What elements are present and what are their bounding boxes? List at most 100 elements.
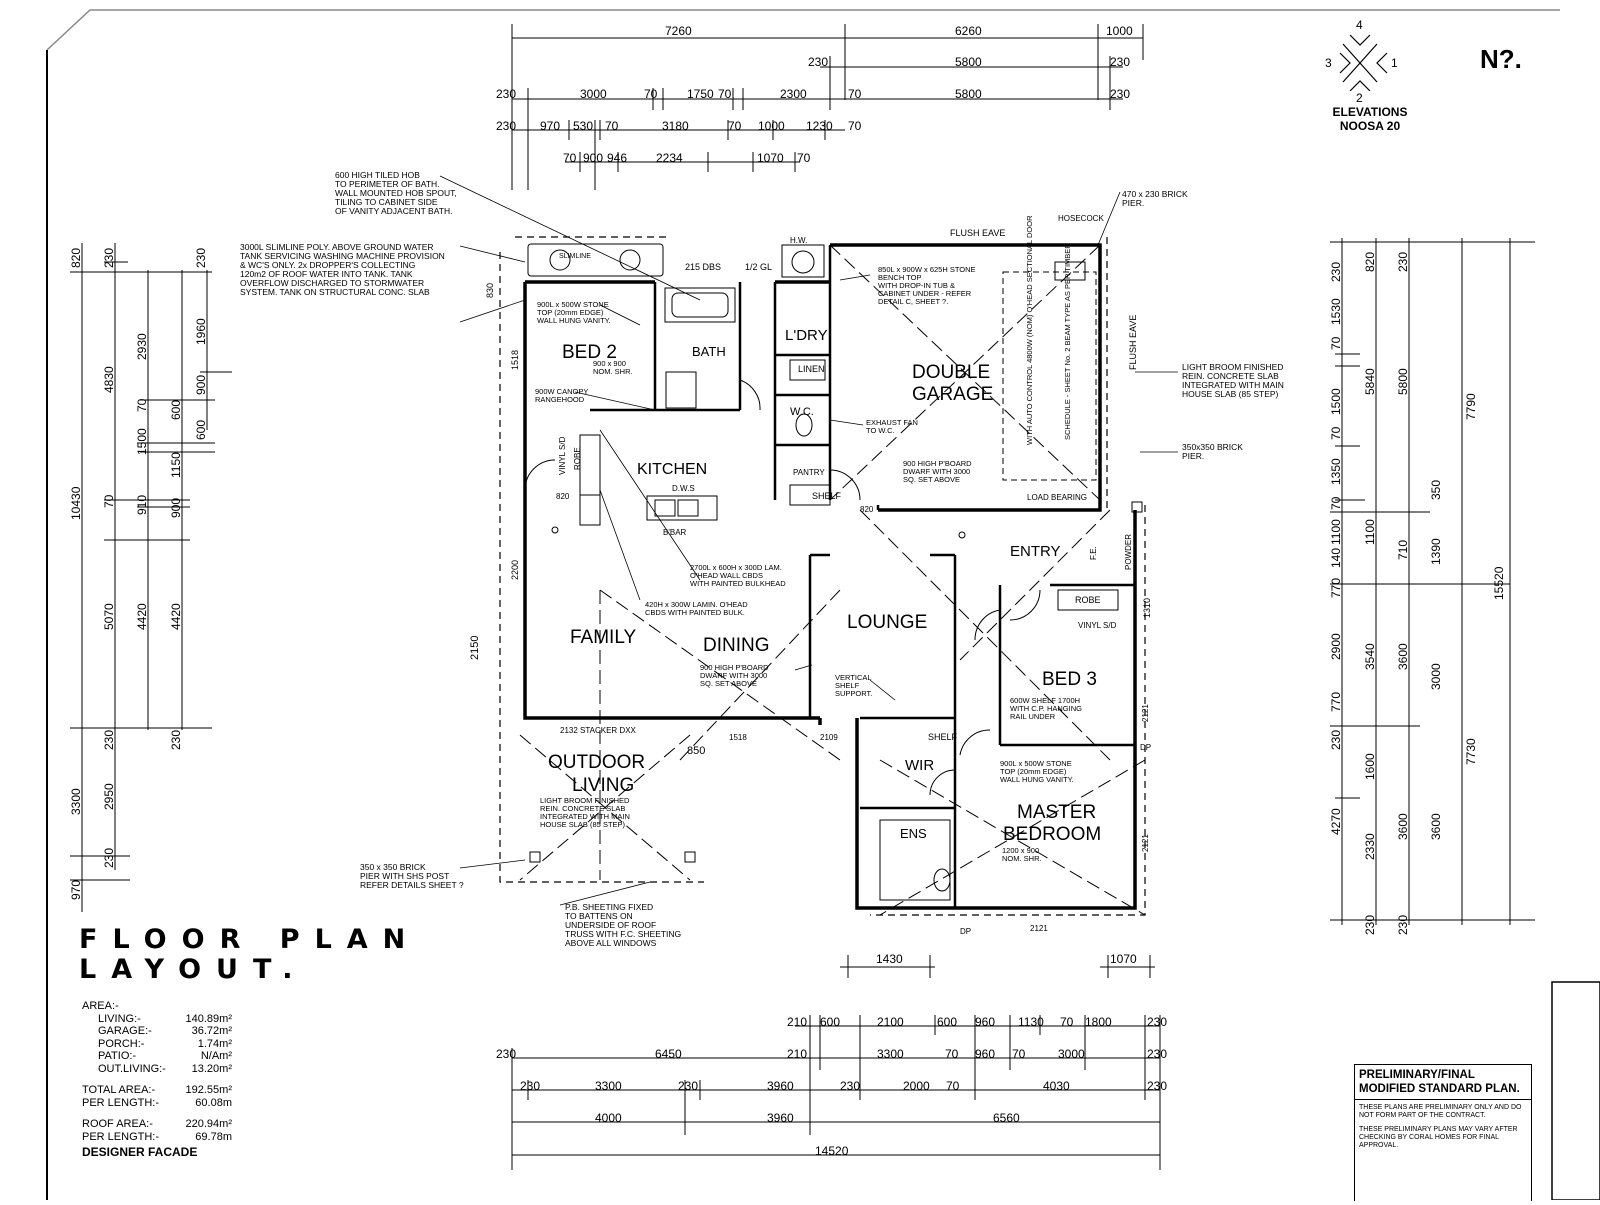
area-row: PORCH:-1.74m² — [98, 1037, 232, 1050]
label: POWDER — [1124, 534, 1133, 570]
dim-label: 600 — [937, 1015, 957, 1029]
dim-label: 3300 — [595, 1079, 622, 1093]
dim-label: 7730 — [1464, 738, 1478, 765]
shower-bed2 — [665, 371, 697, 409]
door-swing — [739, 379, 761, 411]
label: VINYL S/D — [1078, 621, 1117, 630]
dim-label: 5800 — [955, 87, 982, 101]
dim-label: 70 — [1329, 426, 1343, 440]
dim-label: 230 — [169, 730, 183, 750]
dim-label: 6450 — [655, 1047, 682, 1061]
elevations-block: ELEVATIONS NOOSA 20 — [1324, 105, 1416, 133]
dim-label: 820 — [1363, 252, 1377, 272]
room-label: BED 3 — [1042, 669, 1097, 690]
roof-hip-lines — [519, 244, 1146, 916]
label: 215 DBS — [685, 262, 721, 272]
dim-label: 230 — [1396, 915, 1410, 935]
dim-label: 70 — [848, 87, 862, 101]
hot-water-icon — [791, 250, 815, 274]
room-label: KITCHEN — [637, 461, 707, 478]
garage-door-dashed — [1002, 271, 1097, 481]
dim-label: 14520 — [815, 1144, 849, 1158]
label: FLUSH EAVE — [950, 228, 1005, 238]
dim-label: 70 — [102, 494, 116, 508]
fridge-robe — [579, 434, 601, 496]
dim-label: 2950 — [102, 783, 116, 810]
dim-label: 350 — [1429, 480, 1443, 500]
dim-label: 1800 — [1085, 1015, 1112, 1029]
dim-label: 3960 — [767, 1111, 794, 1125]
room-label: OUTDOOR — [548, 752, 645, 773]
label: H.W. — [790, 236, 807, 245]
fridge — [579, 494, 601, 526]
dim-label: 4830 — [102, 366, 116, 393]
elevations-label: ELEVATIONS — [1332, 105, 1408, 119]
compass-arrow-icon — [1349, 34, 1371, 46]
dim-label: 230 — [194, 248, 208, 268]
dim-label: 530 — [573, 119, 593, 133]
area-row: OUT.LIVING:-13.20m² — [98, 1062, 232, 1075]
ensuite-shower — [879, 819, 951, 901]
fixture-labels: SLIMLINE 215 DBS 1/2 GL H.W. HOSECOCK FL… — [469, 214, 1152, 936]
water-tank — [527, 243, 664, 277]
door-swing — [959, 729, 991, 756]
label: SLIMLINE — [559, 253, 591, 260]
dim-label: 4030 — [1043, 1079, 1070, 1093]
dim-label: 600 — [820, 1015, 840, 1029]
dim-label: 820 — [556, 492, 570, 501]
dim-label: 230 — [840, 1079, 860, 1093]
dim-label: 6560 — [993, 1111, 1020, 1125]
dim-label: 7790 — [1464, 393, 1478, 420]
dim-label: 230 — [102, 248, 116, 268]
dim-label: 770 — [1329, 578, 1343, 598]
dim-label: 70 — [1012, 1047, 1026, 1061]
door-swing — [524, 459, 556, 491]
fixtures — [527, 243, 1143, 901]
dim-label: 3000 — [1058, 1047, 1085, 1061]
label: SHELF — [928, 732, 958, 742]
dim-label: 900 — [583, 151, 603, 165]
dim-label: 4270 — [1329, 808, 1343, 835]
bath-tub-inner — [671, 292, 729, 318]
dim-label: 960 — [975, 1015, 995, 1029]
dim-label: 3960 — [767, 1079, 794, 1093]
room-label: DINING — [703, 635, 770, 656]
dim-label: 230 — [1110, 87, 1130, 101]
sheet-border — [46, 9, 1560, 51]
area-schedule: AREA:- LIVING:-140.89m² GARAGE:-36.72m² … — [82, 1000, 232, 1159]
dim-label: 1390 — [1429, 538, 1443, 565]
dim-label: 2300 — [780, 87, 807, 101]
internal-walls — [590, 245, 1135, 908]
room-label: MASTER — [1017, 802, 1096, 823]
north-label: N?. — [1480, 44, 1522, 74]
dim-label: 70 — [135, 398, 149, 412]
dim-label: 140 — [1329, 548, 1343, 568]
bottom-dimension-labels: 210 600 2100 600 960 1130 70 1800 230 23… — [496, 952, 1167, 1158]
dim-label: 70 — [644, 87, 658, 101]
dim-label: 2121 — [1141, 704, 1150, 722]
post-icon — [529, 851, 541, 863]
dim-label: 600 — [169, 400, 183, 420]
dim-label: 3000 — [1429, 663, 1443, 690]
dim-label: 970 — [69, 880, 83, 900]
garage-fixture — [1054, 261, 1086, 281]
dim-label: 10430 — [69, 486, 83, 520]
hot-water-unit — [781, 244, 825, 278]
label: DP — [960, 927, 971, 936]
preliminary-note: THESE PLANS ARE PRELIMINARY ONLY AND DO … — [1359, 1104, 1522, 1119]
dim-label: 70 — [945, 1047, 959, 1061]
dim-label: 4420 — [169, 603, 183, 630]
dim-label: 1960 — [194, 318, 208, 345]
dim-label: 3300 — [69, 788, 83, 815]
dim-label: 5800 — [955, 55, 982, 69]
compass-arrow-icon — [1376, 52, 1388, 74]
preliminary-heading: PRELIMINARY/FINAL MODIFIED STANDARD PLAN… — [1355, 1065, 1531, 1100]
room-labels: BED 2 BATH L'DRY LINEN W.C. PANTRY SHELF… — [548, 327, 1101, 845]
preliminary-note: THESE PRELIMINARY PLANS MAY VARY AFTER C… — [1359, 1126, 1518, 1149]
